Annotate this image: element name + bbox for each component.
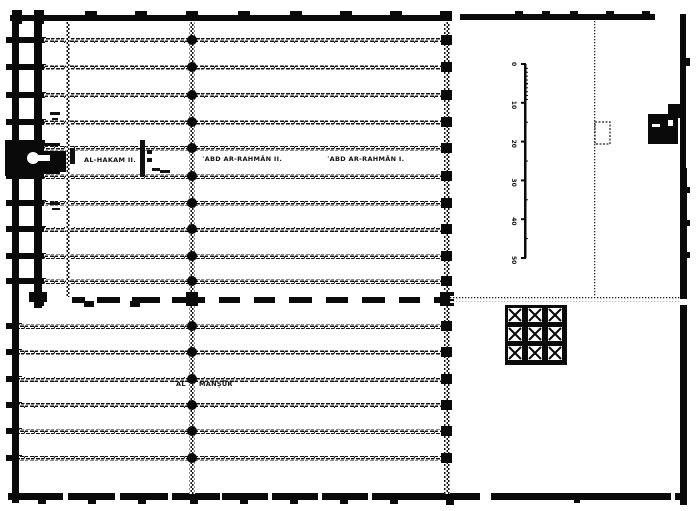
arcade-row xyxy=(19,350,444,355)
qibla-wall xyxy=(5,18,68,308)
arcade-row xyxy=(19,429,444,434)
arcade-row xyxy=(19,403,444,408)
arcade-row xyxy=(44,174,444,179)
arcade-row xyxy=(44,93,444,98)
arcade-rows xyxy=(19,38,444,461)
scale-tick-label: 10 xyxy=(510,101,517,109)
arcade-row xyxy=(44,146,444,151)
extension-wall xyxy=(34,297,450,307)
courtyard-boundary xyxy=(450,296,680,303)
arcade-row xyxy=(44,201,444,206)
scale-tick-label: 20 xyxy=(510,140,517,148)
arcade-row xyxy=(44,120,444,125)
label-al-hakam-ii: AL-HAKAM II. xyxy=(84,156,136,164)
outer-walls xyxy=(8,10,690,505)
minaret xyxy=(648,104,680,144)
arcade-row xyxy=(19,324,444,329)
piers xyxy=(186,35,454,463)
label-al-mansur-al: AL xyxy=(176,380,186,388)
scale-tick-label: 50 xyxy=(510,256,517,264)
mihrab-annotations xyxy=(50,112,170,210)
scale-bar: 0 10 20 30 40 50 xyxy=(510,62,528,264)
label-abd-ar-rahman-ii: ʿABD AR-RAHMĀN II. xyxy=(202,154,282,163)
arcade-row xyxy=(19,377,444,382)
arcade-row xyxy=(44,254,444,259)
courtyard-annex xyxy=(594,121,611,145)
label-abd-ar-rahman-i: ʿABD AR-RAHMĀN I. xyxy=(327,154,404,163)
ablution-fountain xyxy=(505,305,567,365)
arcade-row xyxy=(44,38,444,43)
plan-labels: AL-HAKAM II. ʿABD AR-RAHMĀN II. ʿABD AR-… xyxy=(84,154,404,388)
arcade-row xyxy=(44,227,444,232)
scale-tick-label: 0 xyxy=(510,62,517,66)
wall-buttresses xyxy=(6,37,46,461)
scale-tick-label: 30 xyxy=(510,178,517,186)
arcade-row xyxy=(44,279,444,284)
arcade-row xyxy=(19,456,444,461)
arcade-row xyxy=(44,65,444,70)
label-al-mansur: MANṢŪR xyxy=(199,379,233,388)
scale-tick-label: 40 xyxy=(510,217,517,225)
